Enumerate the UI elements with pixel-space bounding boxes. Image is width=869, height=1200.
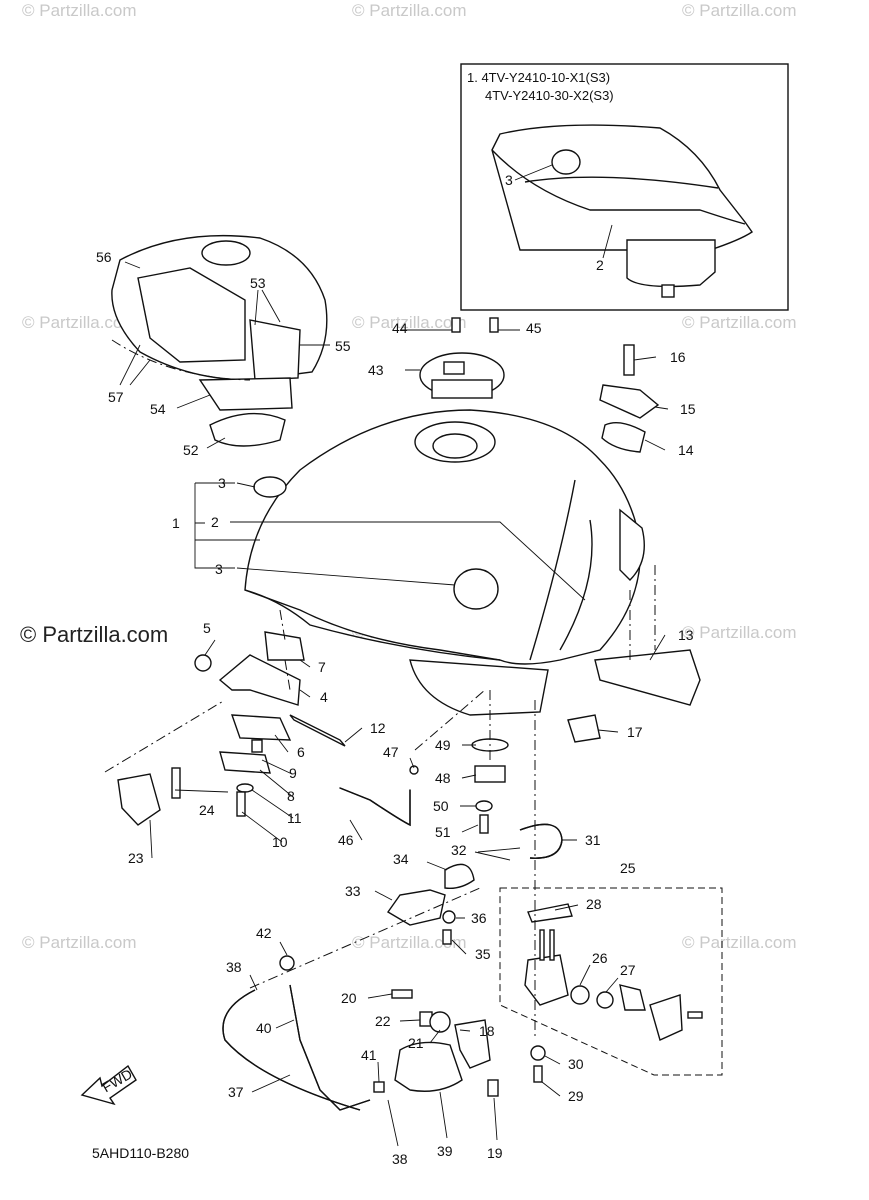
callout-7: 7 [318,659,326,675]
callout-44: 44 [392,320,408,336]
callout-38: 38 [392,1151,408,1167]
watermark-text: © Partzilla.com [22,313,137,332]
callout-50: 50 [433,798,449,814]
callout-34: 34 [393,851,409,867]
inset-callout-2: 2 [596,257,604,273]
callout-39: 39 [437,1143,453,1159]
inset-callout-3: 3 [505,172,513,188]
callout-55: 55 [335,338,351,354]
fuel-cap [419,317,505,399]
callout-16: 16 [670,349,686,365]
callout-24: 24 [199,802,215,818]
fuel-cock-group [499,887,723,1083]
callout-48: 48 [435,770,451,786]
watermark-text: © Partzilla.com [352,1,467,20]
fuel-tank [244,409,645,716]
watermark-main: © Partzilla.com [20,622,168,647]
inset-line1: 1. 4TV-Y2410-10-X1(S3) [467,70,610,85]
callout-28: 28 [586,896,602,912]
callout-15: 15 [680,401,696,417]
callout-27: 27 [620,962,636,978]
callout-21: 21 [408,1035,424,1051]
callout-22: 22 [375,1013,391,1029]
callout-45: 45 [526,320,542,336]
callout-11: 11 [287,810,302,826]
callout-51: 51 [435,824,451,840]
watermark-text: © Partzilla.com [22,1,137,20]
hoses-and-fittings [339,738,563,859]
callout-12: 12 [370,720,386,736]
callout-6: 6 [297,744,305,760]
callout-43: 43 [368,362,384,378]
callout-26: 26 [592,950,608,966]
callout-9: 9 [289,765,297,781]
callout-46: 46 [338,832,354,848]
callout-38: 38 [226,959,242,975]
callout-30: 30 [568,1056,584,1072]
mount-brackets [104,631,346,826]
callout-33: 33 [345,883,361,899]
callout-25: 25 [620,860,636,876]
fuel-pump-filter [222,863,499,1111]
callout-19: 19 [487,1145,503,1161]
callout-17: 17 [627,724,643,740]
callout-20: 20 [341,990,357,1006]
leader-lines [149,329,669,1147]
watermark-text: © Partzilla.com [682,933,797,952]
fwd-arrow-icon: FWD [80,1064,137,1106]
inset-box: 1. 4TV-Y2410-10-X1(S3) 4TV-Y2410-30-X2(S… [460,63,789,311]
watermark-text: © Partzilla.com [22,933,137,952]
callout-4: 4 [320,689,328,705]
callout-3: 3 [218,475,226,491]
watermark-text: © Partzilla.com [682,623,797,642]
tank-cover-group [111,234,330,449]
diagram-code: 5AHD110-B280 [92,1145,189,1161]
watermark-text: © Partzilla.com [352,933,467,952]
watermark-text: © Partzilla.com [682,313,797,332]
watermark-text: © Partzilla.com [682,1,797,20]
callout-32: 32 [451,842,467,858]
callout-18: 18 [479,1023,495,1039]
callout-29: 29 [568,1088,584,1104]
callout-5: 5 [203,620,211,636]
callout-3: 3 [215,561,223,577]
callout-52: 52 [183,442,199,458]
callout-10: 10 [272,834,288,850]
callout-31: 31 [585,832,601,848]
callout-53: 53 [250,275,266,291]
callout-14: 14 [678,442,694,458]
callout-36: 36 [471,910,487,926]
callout-57: 57 [108,389,124,405]
callout-49: 49 [435,737,451,753]
callout-47: 47 [383,744,399,760]
callout-41: 41 [361,1047,377,1063]
callout-54: 54 [150,401,166,417]
right-brackets [567,344,701,743]
inset-line2: 4TV-Y2410-30-X2(S3) [485,88,614,103]
callout-37: 37 [228,1084,244,1100]
callout-56: 56 [96,249,112,265]
watermark-text: © Partzilla.com [352,313,467,332]
callout-1: 1 [172,515,180,531]
callout-2: 2 [211,514,219,530]
callout-40: 40 [256,1020,272,1036]
callout-13: 13 [678,627,694,643]
callout-35: 35 [475,946,491,962]
callout-42: 42 [256,925,272,941]
callout-23: 23 [128,850,144,866]
callout-8: 8 [287,788,295,804]
